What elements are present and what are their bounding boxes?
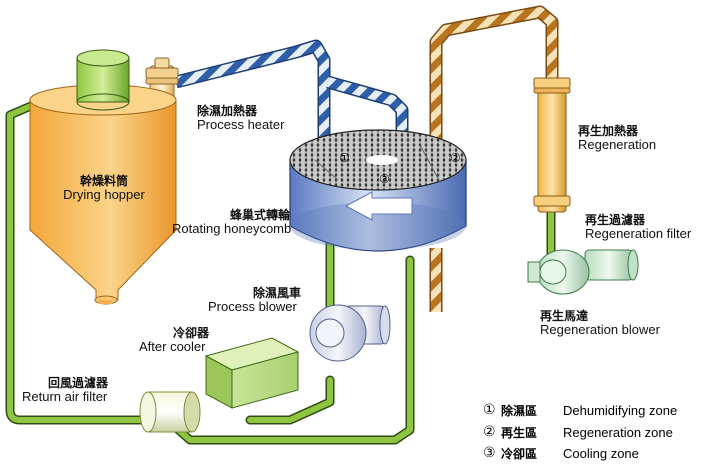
process-heater-label-zh: 除濕加熱器 (197, 104, 258, 118)
return-air-filter-label-en: Return air filter (22, 389, 108, 404)
zone-marker-1: ① (339, 151, 350, 165)
return-air-filter-label-zh: 回風過濾器 (48, 376, 109, 390)
return-air-filter-unit (139, 391, 201, 433)
drying-hopper-label-zh: 幹燥料筒 (79, 174, 128, 188)
return-air-filter-label: 回風過濾器 Return air filter (22, 376, 108, 404)
legend-row-cooling: ③ 冷卻區 Cooling zone (483, 444, 639, 462)
drying-hopper-label-en: Drying hopper (63, 187, 145, 202)
legend-zh-1: 除濕區 (501, 403, 538, 418)
regeneration-blower-unit (527, 249, 639, 295)
regeneration-heater-label-en: Regeneration (578, 137, 657, 152)
legend-row-dehumidifying: ① 除濕區 Dehumidifying zone (483, 401, 677, 419)
process-blower-label-zh: 除濕風車 (253, 286, 302, 300)
legend-en-2: Regeneration zone (563, 424, 673, 440)
rotating-honeycomb-label: 蜂巢式轉輪 Rotating honeycomb (172, 208, 291, 236)
regeneration-blower-label-zh: 再生馬達 (540, 309, 589, 323)
regeneration-heater-label: 再生加熱器 Regeneration (578, 124, 656, 152)
regeneration-filter-label-zh: 再生過濾器 (585, 213, 646, 227)
zone-marker-3: ③ (379, 172, 390, 186)
regeneration-pipe (429, 5, 559, 312)
drying-hopper-unit (29, 49, 177, 305)
process-heater-label: 除濕加熱器 Process heater (197, 104, 284, 132)
after-cooler-unit (204, 337, 300, 409)
legend-marker-3: ③ (483, 445, 496, 461)
process-heater-label-en: Process heater (197, 117, 285, 132)
regeneration-blower-label-en: Regeneration blower (540, 322, 660, 337)
process-air-pipe (174, 39, 409, 140)
process-blower-label: 除濕風車 Process blower (208, 286, 301, 314)
rotating-honeycomb-wheel (289, 129, 467, 252)
process-blower-label-en: Process blower (208, 299, 297, 314)
regeneration-heater-unit (533, 77, 571, 213)
legend-row-regeneration: ② 再生區 Regeneration zone (483, 423, 673, 441)
regeneration-filter-label: 再生過濾器 Regeneration filter (585, 213, 691, 241)
legend-en-1: Dehumidifying zone (563, 402, 678, 418)
legend-zh-3: 冷卻區 (501, 446, 538, 461)
regeneration-filter-label-en: Regeneration filter (585, 226, 692, 241)
legend-marker-1: ① (483, 402, 496, 418)
legend-marker-2: ② (483, 424, 496, 440)
regeneration-blower-label: 再生馬達 Regeneration blower (540, 309, 660, 337)
zone-marker-2: ② (450, 151, 461, 165)
process-blower-unit (309, 304, 391, 362)
after-cooler-label-zh: 冷卻器 (173, 326, 210, 340)
legend-en-3: Cooling zone (563, 445, 639, 461)
legend-zh-2: 再生區 (501, 425, 538, 440)
after-cooler-label: 冷卻器 After cooler (139, 326, 209, 354)
rotating-honeycomb-label-zh: 蜂巢式轉輪 (230, 208, 291, 222)
drying-hopper-label: 幹燥料筒 Drying hopper (52, 174, 156, 202)
rotating-honeycomb-label-en: Rotating honeycomb (172, 221, 292, 236)
regeneration-heater-label-zh: 再生加熱器 (578, 124, 639, 138)
after-cooler-label-en: After cooler (139, 339, 206, 354)
